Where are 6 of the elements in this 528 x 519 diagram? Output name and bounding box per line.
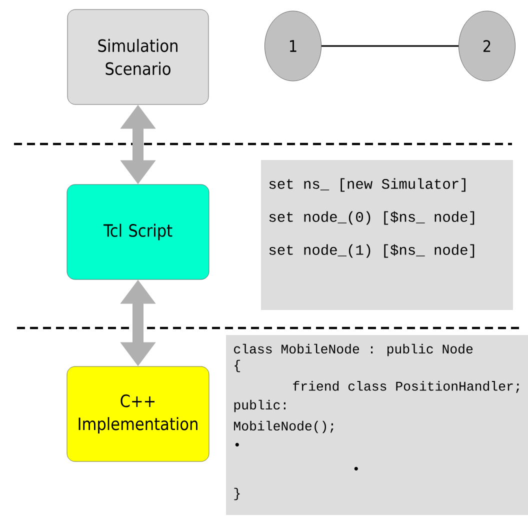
process-box: Tcl Script <box>66 184 210 280</box>
connector-line <box>321 45 459 47</box>
code-block: class MobileNode : public Node { friend class PositionHandler; public: MobileNode(); • • } <box>226 335 528 515</box>
process-box: Simulation Scenario <box>67 9 209 105</box>
process-box: C++ Implementation <box>66 366 210 462</box>
code-block: set ns_ [new Simulator] set node_(0) [$ns_ node] set node_(1) [$ns_ node] <box>261 160 513 310</box>
